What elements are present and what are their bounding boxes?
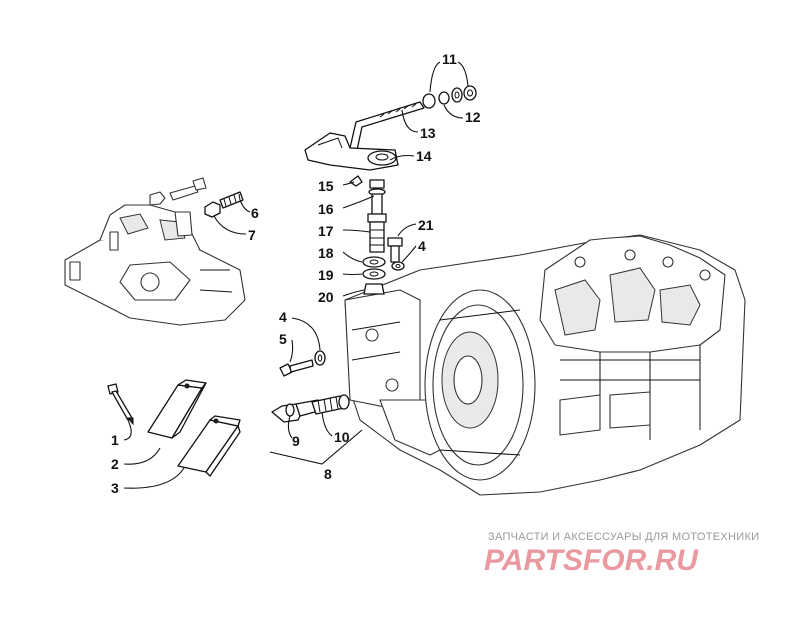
callout-11: 11: [442, 51, 457, 67]
engine-crankcase: [344, 234, 746, 496]
lever-plate-14: [304, 132, 399, 171]
callout-19: 19: [318, 267, 334, 283]
watermark: ЗАПЧАСТИ И АКСЕССУАРЫ ДЛЯ МОТОТЕХНИКИ PA…: [484, 531, 759, 577]
callout-6: 6: [251, 205, 259, 221]
bolt-21-with-washer-4: [387, 237, 405, 271]
callout-5: 5: [279, 331, 287, 347]
callout-1: 1: [111, 432, 119, 448]
callout-12: 12: [465, 109, 481, 125]
callout-15: 15: [318, 178, 334, 194]
callout-10: 10: [334, 429, 350, 445]
callout-21: 21: [418, 217, 434, 233]
bracket-2: [147, 379, 207, 439]
watermark-tagline: ЗАПЧАСТИ И АКСЕССУАРЫ ДЛЯ МОТОТЕХНИКИ: [488, 531, 759, 543]
callout-18: 18: [318, 245, 334, 261]
nut-washer-set-11-12: [422, 85, 477, 109]
clip-3: [177, 415, 241, 477]
callout-labels: 11 12 13 14 15 16 17 18 19 20 21 4 6 7 4…: [111, 51, 481, 496]
pin-1: [107, 383, 134, 426]
l-shaped-rod-13: [349, 101, 425, 151]
callout-20: 20: [318, 289, 334, 305]
callout-8: 8: [324, 466, 332, 482]
callout-9: 9: [292, 433, 300, 449]
engine-cylinder-fragment: [64, 204, 246, 326]
shaft-stack-15-20: [349, 175, 387, 295]
callout-17: 17: [318, 223, 334, 239]
leader-lines: [123, 61, 469, 489]
callout-4-left: 4: [279, 309, 287, 325]
callout-7: 7: [248, 227, 256, 243]
bolt-5-with-washer-4: [279, 350, 326, 377]
callout-2: 2: [111, 456, 119, 472]
callout-3: 3: [111, 480, 119, 496]
stud-nut-6-7: [149, 177, 244, 218]
shaft-assembly-8: [271, 394, 350, 423]
callout-16: 16: [318, 201, 334, 217]
callout-4-right: 4: [418, 238, 426, 254]
watermark-logo: PARTSFOR.RU: [484, 544, 699, 577]
callout-13: 13: [420, 125, 436, 141]
callout-14: 14: [416, 148, 432, 164]
